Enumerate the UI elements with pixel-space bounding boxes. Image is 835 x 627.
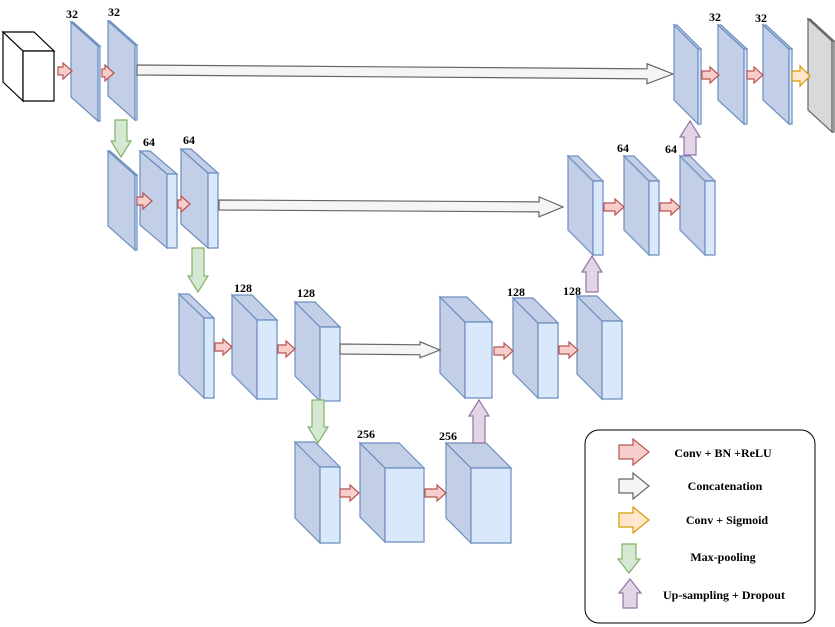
level3-decoder-label-a: 128	[507, 285, 525, 299]
legend-sigmoid-icon	[618, 505, 650, 535]
level3-encoder-label-a: 128	[234, 281, 252, 295]
legend-upsampling-dropout-text: Up-sampling + Dropout	[663, 588, 785, 602]
decoder-l2-block-c	[678, 154, 717, 257]
upsample-arrow-3	[678, 119, 702, 156]
decoder-l2-block-b	[622, 154, 661, 257]
conv-arrow-l4-1	[339, 483, 360, 503]
legend-conv-sigmoid-text: Conv + Sigmoid	[686, 513, 769, 527]
upsample-arrow-2	[580, 254, 604, 293]
operation-arrows	[57, 61, 811, 503]
conv-arrow-r1-1	[701, 65, 720, 85]
decoder-l3-block-a	[438, 295, 494, 400]
bottleneck-block-a	[293, 440, 342, 545]
decoder-l3-block-b	[511, 296, 560, 400]
encoder-l3-block-a	[177, 292, 216, 400]
conv-arrow-r2-2	[659, 197, 681, 217]
legend-conv-icon	[618, 437, 650, 467]
encoder-l2-block-a	[106, 149, 139, 252]
legend-conv-bn-relu-text: Conv + BN +ReLU	[674, 446, 772, 460]
bottleneck-label-b: 256	[439, 429, 457, 443]
concat-arrow-level3	[339, 340, 442, 359]
conv-arrow-l4-2	[424, 483, 447, 503]
decoder-l1-block-c	[761, 23, 794, 126]
legend-up-icon	[617, 578, 643, 609]
sigmoid-arrow	[791, 64, 811, 88]
upsample-arrow-1	[467, 398, 491, 444]
level3-decoder-label-b: 128	[563, 284, 581, 298]
decoder-l1-block-b	[716, 23, 749, 126]
pool-arrow-3	[306, 399, 330, 445]
level1-decoder-label-a: 32	[709, 10, 721, 24]
encoder-l1-block-a	[69, 20, 102, 123]
bottleneck-label-a: 256	[357, 427, 375, 441]
level2-decoder-label-b: 64	[665, 142, 677, 156]
conv-arrow-r3-1	[493, 341, 514, 361]
concat-arrow-level1	[136, 62, 675, 85]
conv-arrow-l3-2	[277, 339, 296, 359]
conv-arrow-l1-2	[101, 63, 115, 83]
legend-max-pooling-text: Max-pooling	[690, 550, 755, 564]
conv-arrow-r1-2	[746, 65, 764, 85]
encoder-l3-block-b	[230, 293, 279, 401]
legend: Conv + BN +ReLU Concatenation Conv + Sig…	[584, 429, 816, 624]
conv-arrow-l1-1	[57, 61, 73, 81]
bottleneck-block-c	[444, 441, 513, 545]
decoder-l1-block-a	[672, 23, 703, 126]
bottleneck-block-b	[358, 441, 426, 544]
level2-encoder-label-b: 64	[183, 133, 195, 147]
level1-encoder-label-a: 32	[66, 7, 78, 21]
level2-decoder-label-a: 64	[617, 141, 629, 155]
conv-arrow-r3-2	[558, 340, 579, 360]
conv-arrow-r2-1	[603, 197, 625, 217]
level3-encoder-label-b: 128	[297, 286, 315, 300]
output-mask-block	[806, 17, 835, 134]
legend-pool-icon	[616, 543, 642, 574]
legend-concat-icon	[618, 471, 650, 501]
concat-arrow-level2	[218, 195, 565, 218]
conv-arrow-l2-1	[136, 191, 153, 211]
channel-labels: 32 32 64 64 128 128 256 256 128 128 64 6…	[66, 5, 767, 443]
conv-arrow-l3-1	[214, 337, 233, 357]
level2-encoder-label-a: 64	[143, 135, 155, 149]
encoder-l3-block-c	[293, 300, 342, 403]
conv-arrow-l2-2	[177, 194, 191, 214]
pool-arrow-2	[186, 247, 210, 294]
decoder-l3-block-c	[575, 294, 624, 401]
level1-decoder-label-b: 32	[755, 11, 767, 25]
encoder-l2-block-c	[179, 147, 220, 250]
legend-concatenation-text: Concatenation	[688, 479, 763, 493]
legend-box	[584, 429, 816, 624]
pool-arrow-1	[109, 119, 133, 159]
input-image-block	[1, 30, 56, 103]
encoder-l1-block-b	[106, 19, 139, 122]
decoder-l2-block-a	[566, 154, 605, 257]
legend-icons	[616, 437, 650, 609]
level1-encoder-label-b: 32	[108, 5, 120, 19]
feature-map-blocks	[1, 17, 835, 545]
